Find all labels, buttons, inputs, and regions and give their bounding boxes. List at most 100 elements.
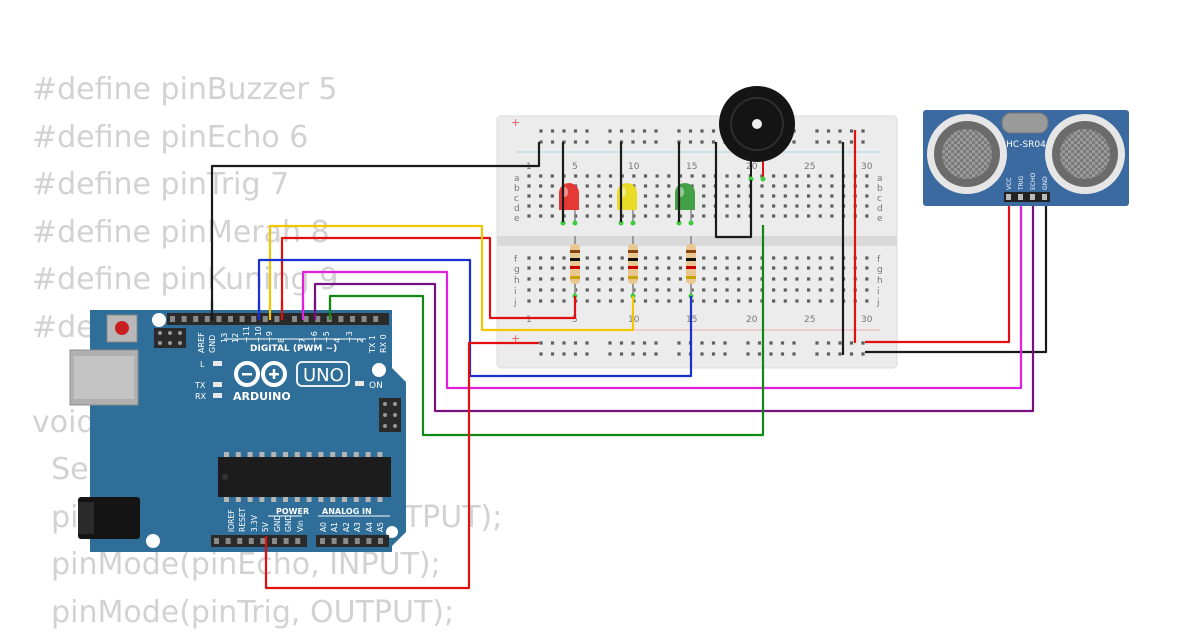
breadboard-hole[interactable] — [819, 174, 822, 177]
breadboard-hole[interactable] — [644, 266, 647, 269]
rail-hole[interactable] — [746, 352, 749, 355]
breadboard-hole[interactable] — [807, 288, 810, 291]
breadboard-hole[interactable] — [772, 214, 775, 217]
breadboard-hole[interactable] — [737, 299, 740, 302]
breadboard-hole[interactable] — [656, 299, 659, 302]
header-pin-hole[interactable] — [263, 316, 268, 322]
rail-hole[interactable] — [574, 129, 577, 132]
breadboard-hole[interactable] — [819, 184, 822, 187]
breadboard-hole[interactable] — [586, 299, 589, 302]
rail-hole[interactable] — [792, 140, 795, 143]
breadboard-hole[interactable] — [539, 194, 542, 197]
breadboard-hole[interactable] — [667, 194, 670, 197]
rail-hole[interactable] — [574, 140, 577, 143]
header-pin-hole[interactable] — [240, 316, 245, 322]
rail-hole[interactable] — [850, 129, 853, 132]
breadboard-hole[interactable] — [830, 214, 833, 217]
breadboard-hole[interactable] — [644, 256, 647, 259]
breadboard-hole[interactable] — [656, 204, 659, 207]
rail-hole[interactable] — [585, 352, 588, 355]
breadboard-hole[interactable] — [830, 266, 833, 269]
rail-hole[interactable] — [677, 129, 680, 132]
breadboard-hole[interactable] — [656, 214, 659, 217]
power-pin-hole[interactable] — [295, 538, 300, 544]
breadboard-hole[interactable] — [609, 184, 612, 187]
breadboard-hole[interactable] — [819, 256, 822, 259]
breadboard-hole[interactable] — [667, 256, 670, 259]
breadboard-hole[interactable] — [527, 288, 530, 291]
breadboard-hole[interactable] — [551, 214, 554, 217]
rail-hole[interactable] — [643, 129, 646, 132]
breadboard-hole[interactable] — [644, 299, 647, 302]
breadboard-hole[interactable] — [586, 184, 589, 187]
rail-hole[interactable] — [781, 341, 784, 344]
rail-hole[interactable] — [838, 352, 841, 355]
rail-hole[interactable] — [850, 341, 853, 344]
breadboard-hole[interactable] — [539, 299, 542, 302]
rail-hole[interactable] — [689, 140, 692, 143]
breadboard-hole[interactable] — [656, 277, 659, 280]
sensor-pin-vcc[interactable] — [1006, 194, 1011, 200]
breadboard-hole[interactable] — [679, 256, 682, 259]
breadboard-hole[interactable] — [562, 266, 565, 269]
analog-pin-hole[interactable] — [378, 538, 383, 544]
reset-button[interactable] — [115, 321, 129, 335]
breadboard-hole[interactable] — [609, 288, 612, 291]
rail-hole[interactable] — [654, 140, 657, 143]
breadboard-hole[interactable] — [772, 184, 775, 187]
breadboard-hole[interactable] — [725, 174, 728, 177]
header-pin-hole[interactable] — [205, 316, 210, 322]
breadboard-hole[interactable] — [807, 174, 810, 177]
breadboard-hole[interactable] — [667, 204, 670, 207]
rail-hole[interactable] — [631, 129, 634, 132]
breadboard-hole[interactable] — [597, 277, 600, 280]
rail-hole[interactable] — [608, 341, 611, 344]
breadboard-hole[interactable] — [772, 174, 775, 177]
breadboard-hole[interactable] — [865, 266, 868, 269]
breadboard-hole[interactable] — [760, 214, 763, 217]
power-pin-hole[interactable] — [226, 538, 231, 544]
breadboard-hole[interactable] — [795, 204, 798, 207]
rail-hole[interactable] — [861, 341, 864, 344]
breadboard-hole[interactable] — [830, 299, 833, 302]
breadboard-hole[interactable] — [807, 204, 810, 207]
breadboard-hole[interactable] — [644, 174, 647, 177]
breadboard-hole[interactable] — [819, 266, 822, 269]
breadboard-hole[interactable] — [597, 256, 600, 259]
rail-hole[interactable] — [815, 341, 818, 344]
rail-hole[interactable] — [850, 352, 853, 355]
breadboard-hole[interactable] — [539, 214, 542, 217]
power-pin-hole[interactable] — [284, 538, 289, 544]
breadboard-hole[interactable] — [586, 214, 589, 217]
breadboard-hole[interactable] — [597, 184, 600, 187]
header-pin-hole[interactable] — [373, 316, 378, 322]
breadboard-hole[interactable] — [772, 256, 775, 259]
breadboard-hole[interactable] — [644, 277, 647, 280]
breadboard-hole[interactable] — [784, 194, 787, 197]
breadboard-hole[interactable] — [679, 266, 682, 269]
breadboard-hole[interactable] — [714, 299, 717, 302]
breadboard-hole[interactable] — [702, 194, 705, 197]
rail-hole[interactable] — [792, 352, 795, 355]
breadboard-hole[interactable] — [551, 204, 554, 207]
rail-hole[interactable] — [574, 341, 577, 344]
breadboard-hole[interactable] — [656, 266, 659, 269]
breadboard-hole[interactable] — [609, 174, 612, 177]
breadboard-hole[interactable] — [539, 174, 542, 177]
rail-hole[interactable] — [827, 352, 830, 355]
analog-pin-hole[interactable] — [332, 538, 337, 544]
breadboard-hole[interactable] — [807, 277, 810, 280]
analog-pin-hole[interactable] — [366, 538, 371, 544]
breadboard-hole[interactable] — [597, 194, 600, 197]
breadboard-hole[interactable] — [702, 256, 705, 259]
breadboard-hole[interactable] — [760, 204, 763, 207]
rail-hole[interactable] — [551, 352, 554, 355]
rail-hole[interactable] — [861, 129, 864, 132]
breadboard-hole[interactable] — [551, 256, 554, 259]
breadboard-hole[interactable] — [597, 288, 600, 291]
breadboard-hole[interactable] — [632, 174, 635, 177]
header-pin-hole[interactable] — [274, 316, 279, 322]
breadboard-hole[interactable] — [644, 214, 647, 217]
rail-hole[interactable] — [631, 140, 634, 143]
